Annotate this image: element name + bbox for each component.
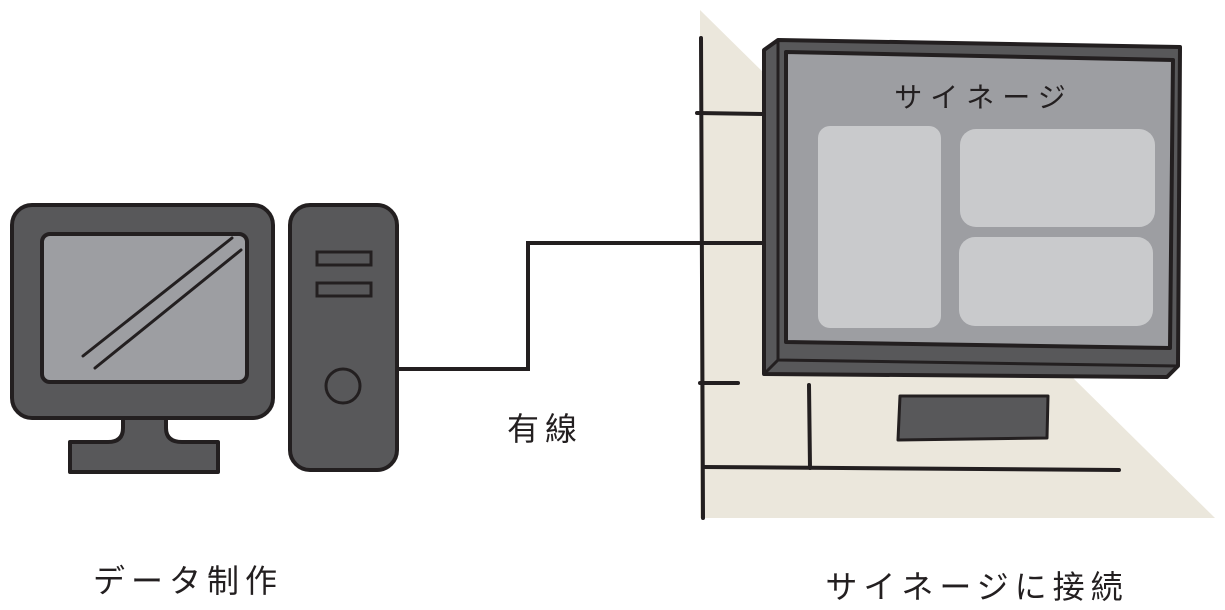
pc-monitor [10, 203, 275, 474]
connect-signage-label: サイネージに接続 [825, 568, 1129, 606]
signage-panel-left [818, 126, 941, 328]
signage-content-panels [818, 126, 1155, 328]
wall-plate [896, 394, 1050, 442]
power-button-icon [324, 367, 362, 405]
wired-label: 有線 [506, 410, 584, 448]
drive-bay [315, 250, 373, 267]
wired-cable [397, 241, 767, 371]
signage-panel-bottom-right [959, 237, 1153, 326]
signage-display [762, 38, 1182, 379]
signage-screen-title: サイネージ [894, 81, 1074, 114]
drive-bay [315, 281, 373, 298]
signage-panel-top-right [960, 129, 1155, 227]
wall-lines [695, 36, 1121, 520]
data-production-label: データ制作 [92, 562, 284, 600]
pc-tower [288, 203, 399, 472]
